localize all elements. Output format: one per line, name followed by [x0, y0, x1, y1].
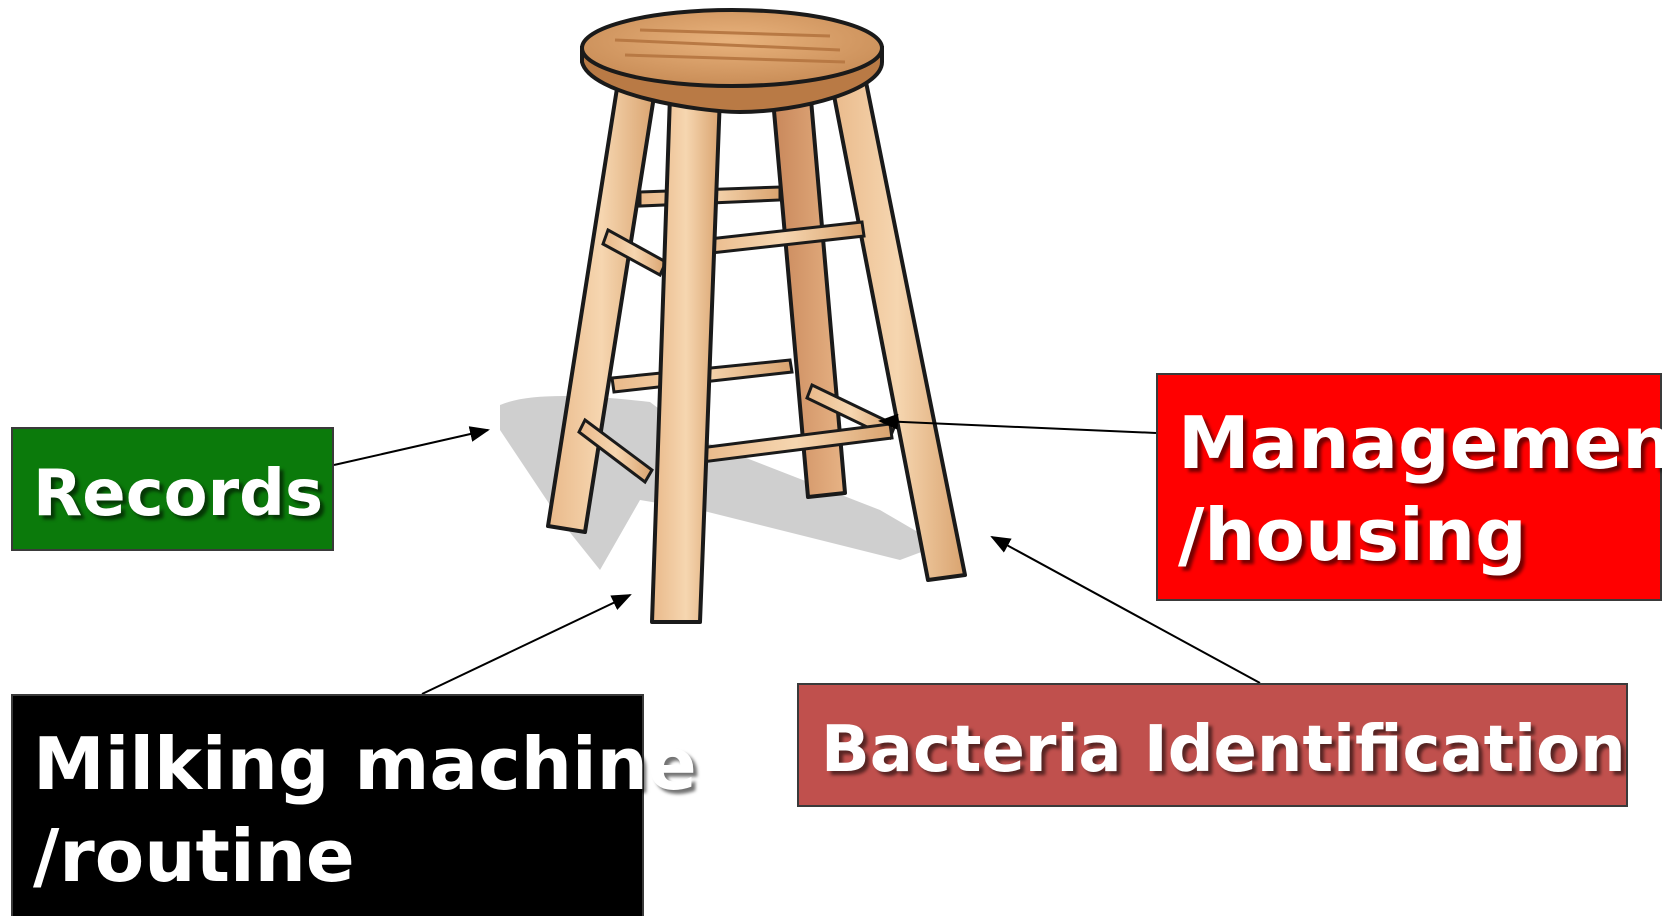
stool-seat — [582, 10, 882, 86]
records-label-text: Records — [33, 459, 332, 531]
stool-rung-front-upper — [700, 222, 864, 254]
stool-front-leg — [652, 96, 720, 622]
arrow-milking — [422, 595, 630, 694]
milking-label-line2: /routine — [33, 810, 642, 902]
management-label-line2: /housing — [1178, 489, 1660, 581]
management-label-line1: Management — [1178, 397, 1660, 489]
arrow-records — [334, 430, 488, 465]
wooden-stool-icon — [500, 10, 965, 622]
management-housing-label: Management /housing — [1156, 373, 1662, 601]
bacteria-label-text: Bacteria Identification — [821, 715, 1626, 787]
milking-machine-label: Milking machine /routine — [11, 694, 644, 916]
records-label: Records — [11, 427, 334, 551]
bacteria-identification-label: Bacteria Identification — [797, 683, 1628, 807]
stool-rung-front-lower — [700, 424, 892, 462]
milking-label-line1: Milking machine — [33, 718, 642, 810]
